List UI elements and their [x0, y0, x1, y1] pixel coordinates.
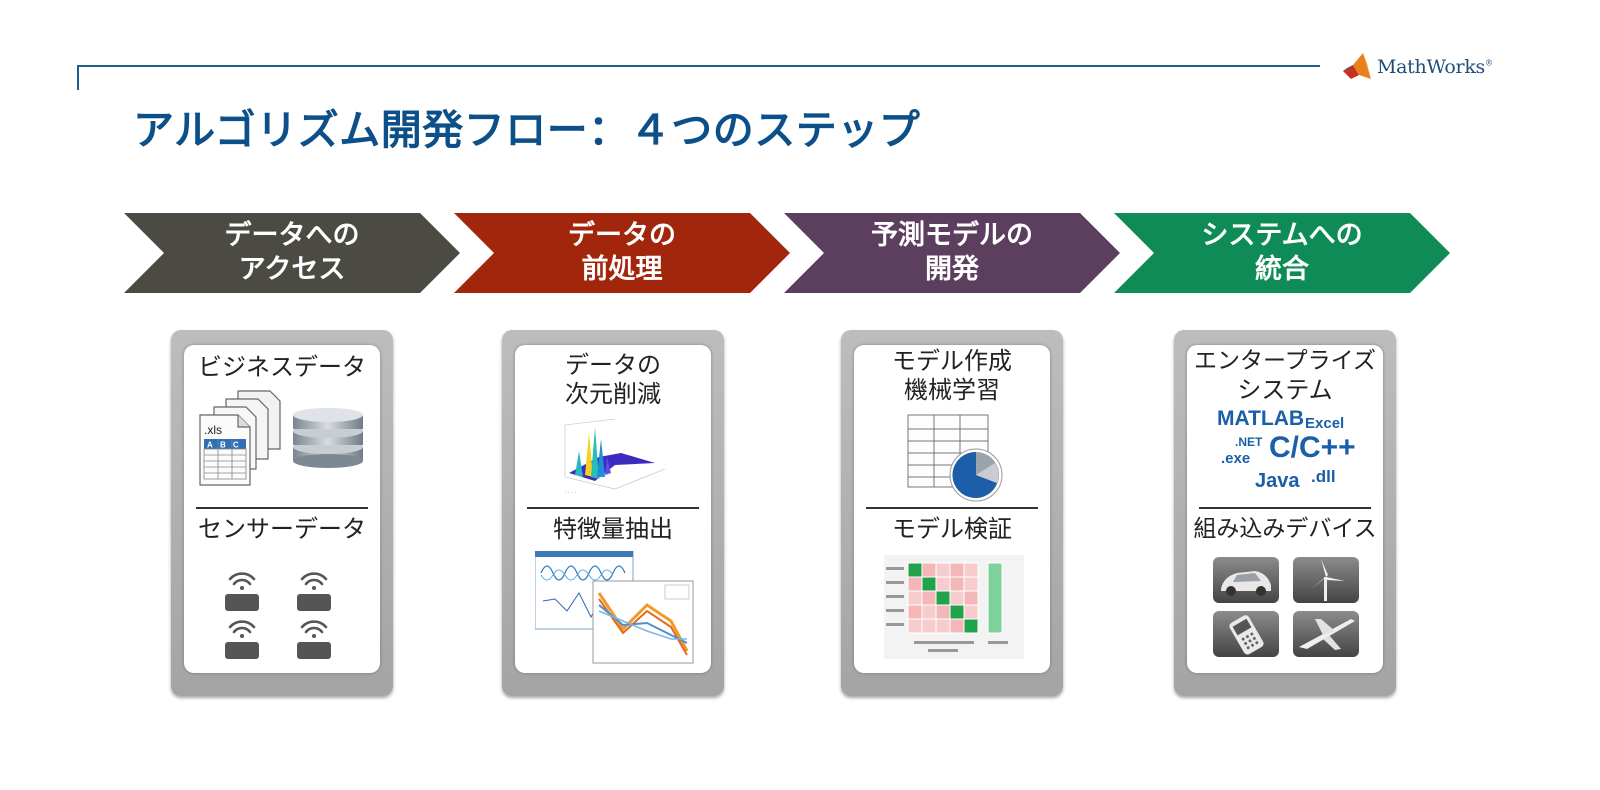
card-heading-line1: エンタープライズ: [1194, 348, 1376, 374]
confusion-matrix-icon: [884, 555, 1024, 663]
step-chevrons: データへのアクセス データの前処理 予測モデルの開発 システムへの統合: [0, 213, 1600, 293]
card-preprocessing: データの 次元削減 · · · · 特徴量抽出: [502, 330, 724, 696]
lang-excel: Excel: [1305, 415, 1345, 432]
step-4-chevron: システムへの統合: [1114, 213, 1450, 293]
svg-text:C: C: [233, 441, 239, 450]
card-heading-line1: データの: [565, 351, 661, 379]
card-inner: ビジネスデータ .xls A B C: [184, 345, 380, 673]
wireless-sensor-grid: [222, 565, 346, 665]
card-divider: [866, 507, 1038, 509]
airplane-icon: [1293, 611, 1359, 657]
logo-text: MathWorks®: [1377, 56, 1493, 78]
card-divider: [1199, 507, 1371, 509]
card-heading-line2: システム: [1237, 376, 1333, 404]
card-divider: [196, 507, 368, 509]
mathworks-membrane-icon: [1343, 53, 1371, 79]
mobile-phone-icon: [1213, 611, 1279, 657]
lang-exe: .exe: [1221, 450, 1251, 467]
table-pie-chart-icon: A B C: [904, 411, 1010, 507]
card-subheading: 特徴量抽出: [553, 515, 673, 543]
lang-dll: .dll: [1311, 467, 1336, 486]
step-1-chevron: データへのアクセス: [124, 213, 460, 293]
mathworks-logo: MathWorks®: [1343, 52, 1493, 82]
card-subheading: センサーデータ: [198, 515, 366, 543]
card-system-integration: エンタープライズ システム MATLAB Excel .NET .exe C/C…: [1174, 330, 1396, 696]
embedded-device-grid: [1211, 555, 1361, 663]
svg-text:.xls: .xls: [204, 423, 222, 437]
card-divider: [527, 507, 699, 509]
header-rule: [77, 65, 1320, 67]
step-2-chevron: データの前処理: [454, 213, 790, 293]
card-inner: エンタープライズ システム MATLAB Excel .NET .exe C/C…: [1187, 345, 1383, 673]
car-icon: [1213, 557, 1279, 603]
signal-plot-screenshot-icon: [534, 550, 695, 673]
lang-dotnet: .NET: [1235, 435, 1263, 449]
3d-surface-plot-icon: · · · ·: [555, 417, 675, 501]
svg-text:· · · ·: · · · ·: [565, 490, 577, 496]
svg-text:B: B: [220, 441, 226, 450]
header-rule-tick: [77, 65, 79, 90]
deployment-targets: MATLAB Excel .NET .exe C/C++ Java .dll: [1205, 407, 1365, 499]
svg-text:A: A: [207, 441, 213, 450]
lang-java: Java: [1255, 470, 1300, 492]
card-heading-line2: 次元削減: [565, 380, 661, 408]
card-inner: モデル作成 機械学習 A B C モデル検証: [854, 345, 1050, 673]
card-subheading: モデル検証: [892, 515, 1012, 543]
lang-matlab: MATLAB: [1217, 407, 1305, 430]
step-3-chevron: 予測モデルの開発: [784, 213, 1120, 293]
card-heading-line2: 機械学習: [904, 376, 1000, 404]
step-3-label: 予測モデルの開発: [871, 220, 1033, 285]
card-inner: データの 次元削減 · · · · 特徴量抽出: [515, 345, 711, 673]
step-1-label: データへのアクセス: [224, 220, 360, 285]
database-icon: [291, 407, 365, 473]
card-heading: ビジネスデータ: [198, 353, 366, 381]
step-2-label: データの前処理: [568, 220, 676, 285]
card-heading-line1: モデル作成: [892, 347, 1012, 375]
page-title: アルゴリズム開発フロー：４つのステップ: [133, 106, 921, 154]
card-data-access: ビジネスデータ .xls A B C: [171, 330, 393, 696]
lang-c-cpp: C/C++: [1269, 431, 1356, 464]
step-4-label: システムへの統合: [1201, 220, 1363, 285]
spreadsheet-files-icon: .xls A B C: [198, 387, 298, 491]
card-model-development: モデル作成 機械学習 A B C モデル検証: [841, 330, 1063, 696]
card-subheading: 組み込みデバイス: [1193, 516, 1377, 542]
wind-turbine-icon: [1293, 557, 1359, 603]
